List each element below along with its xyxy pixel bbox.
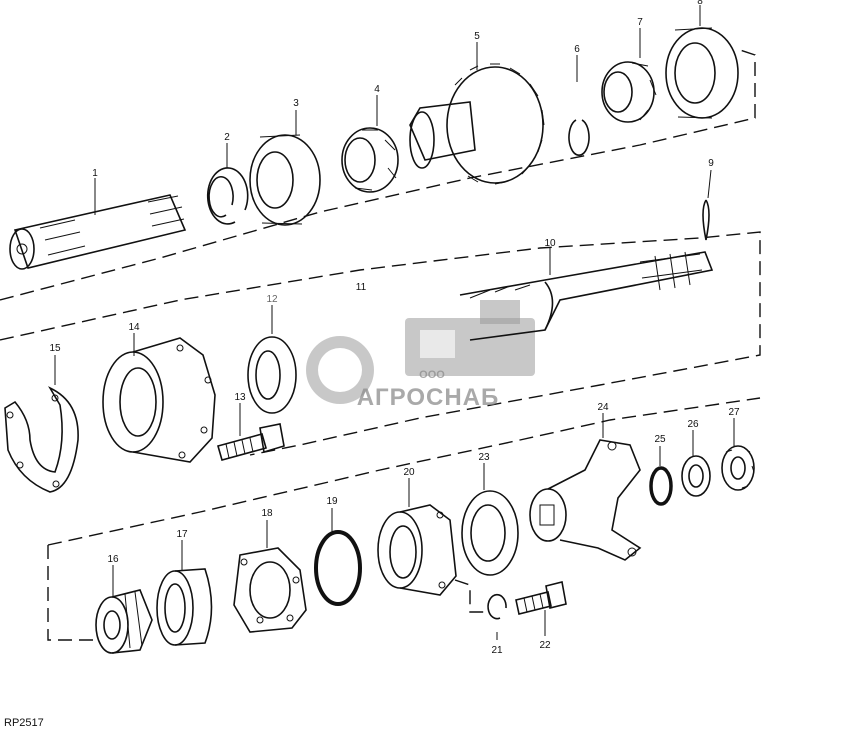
callout-16: 16 — [107, 554, 119, 565]
callout-26: 26 — [687, 419, 699, 430]
callout-4: 4 — [374, 84, 380, 95]
callout-12: 12 — [266, 294, 278, 305]
part-13-bolt — [217, 423, 285, 461]
part-12-seal — [247, 336, 297, 414]
callout-9: 9 — [708, 158, 714, 169]
callout-8: 8 — [697, 0, 703, 7]
callout-20: 20 — [403, 467, 415, 478]
callout-22: 22 — [539, 640, 551, 651]
part-10-pinion-shaft — [459, 251, 714, 341]
part-8-bearing-cup — [665, 27, 739, 119]
callout-14: 14 — [128, 322, 140, 333]
part-3-bearing-cup — [249, 134, 321, 226]
callout-7: 7 — [637, 17, 643, 28]
callout-15: 15 — [49, 343, 61, 354]
callout-3: 3 — [293, 98, 299, 109]
part-21-lock-washer — [487, 593, 507, 620]
callout-17: 17 — [176, 529, 188, 540]
part-22-cap-screw — [515, 581, 567, 615]
callout-1: 1 — [92, 168, 98, 179]
callout-11: 11 — [356, 282, 367, 293]
part-27-castle-nut — [721, 445, 755, 491]
part-1-splined-shaft — [9, 194, 187, 270]
callout-27: 27 — [728, 407, 740, 418]
watermark-name: АГРОСНАБ — [357, 384, 500, 411]
watermark-prefix: ООО — [419, 369, 445, 381]
callout-19: 19 — [326, 496, 338, 507]
part-2-snap-ring — [206, 167, 249, 225]
part-25-o-ring — [649, 466, 673, 506]
part-24-yoke — [529, 439, 642, 561]
part-15-shim — [4, 386, 79, 493]
part-9-cotter-pin — [702, 199, 710, 241]
part-26-washer — [681, 455, 711, 497]
group-boundaries — [0, 49, 761, 641]
callout-13: 13 — [234, 392, 246, 403]
part-7-roller-bearing — [601, 61, 657, 123]
part-4-roller-bearing — [341, 127, 399, 193]
callout-6: 6 — [574, 44, 580, 55]
part-19-o-ring — [314, 530, 362, 606]
callout-10: 10 — [544, 238, 556, 249]
part-6-clip — [568, 119, 590, 156]
callout-21: 21 — [491, 645, 503, 656]
part-16-roller-bearing — [95, 589, 153, 654]
callout-5: 5 — [474, 31, 480, 42]
part-18-gasket — [233, 547, 307, 633]
part-17-bearing-cup — [156, 568, 213, 646]
callout-23: 23 — [478, 452, 490, 463]
part-23-seal — [461, 490, 519, 576]
watermark-logo: ООО АГРОСНАБ — [306, 300, 535, 411]
callout-25: 25 — [654, 434, 666, 445]
part-20-flanged-housing — [377, 504, 457, 596]
reference-code: RP2517 — [4, 717, 44, 729]
part-14-housing — [102, 337, 216, 463]
callout-labels: 1 2 3 4 5 6 7 8 9 10 11 12 13 14 15 16 1… — [49, 0, 740, 656]
part-5-gear — [409, 63, 545, 185]
callout-2: 2 — [224, 132, 230, 143]
callout-24: 24 — [597, 402, 609, 413]
callout-18: 18 — [261, 508, 273, 519]
